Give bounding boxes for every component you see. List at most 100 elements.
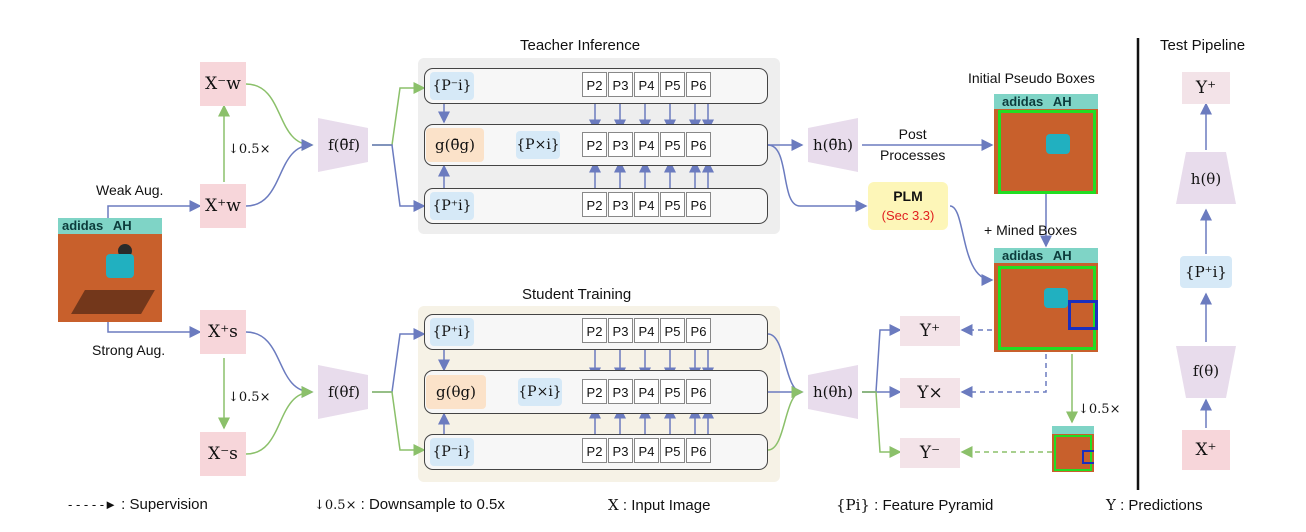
pyramid-teacher-plus-p6: P6 xyxy=(686,192,711,217)
pyramid-student-minus-p3: P3 xyxy=(608,438,633,463)
plm-ref: (Sec 3.3) xyxy=(881,208,935,223)
initial-pseudo-label: Initial Pseudo Boxes xyxy=(968,70,1095,86)
init-brand2: AH xyxy=(1052,94,1072,109)
pyramid-teacher-plus-p3: P3 xyxy=(608,192,633,217)
student-title: Student Training xyxy=(522,286,632,303)
legend-downsample-symbol: ↓0.5× xyxy=(314,498,357,513)
processes-label: Processes xyxy=(880,147,946,163)
mined-brand: adidas xyxy=(1002,248,1044,263)
legend-supervision-symbol: - - - - -► xyxy=(68,497,117,512)
legend-supervision-text: : Supervision xyxy=(121,496,208,513)
pyramid-teacher-cross-p6: P6 xyxy=(686,132,711,157)
test-f-label: f(θ) xyxy=(1192,362,1220,380)
downsample-label-output: ↓0.5× xyxy=(1078,402,1121,417)
xs-plus-node: X⁺s xyxy=(200,310,246,354)
legend: - - - - -► : Supervision ↓0.5× : Downsam… xyxy=(0,496,1306,522)
image-brand: adidas xyxy=(62,218,104,233)
student-g-node: g(θg) xyxy=(426,375,486,409)
pyramid-teacher-cross-p5: P5 xyxy=(660,132,685,157)
pyramid-student-minus-p2: P2 xyxy=(582,438,607,463)
legend-input-text: : Input Image xyxy=(622,497,711,514)
plm-box: PLM (Sec 3.3) xyxy=(868,182,948,230)
legend-predictions: Y : Predictions xyxy=(1106,496,1203,514)
pyramid-student-minus-p6: P6 xyxy=(686,438,711,463)
test-x-node: X⁺ xyxy=(1182,430,1230,470)
image-brand2: AH xyxy=(112,218,132,233)
legend-pyramid-text: : Feature Pyramid xyxy=(874,497,994,514)
legend-downsample: ↓0.5× : Downsample to 0.5x xyxy=(314,496,505,513)
test-h-label: h(θ) xyxy=(1190,170,1222,188)
test-f-shape xyxy=(1176,346,1236,398)
xw-plus-node: X⁺w xyxy=(200,184,246,228)
legend-predictions-symbol: Y xyxy=(1106,496,1116,514)
h-student-shape xyxy=(808,365,858,419)
legend-predictions-text: : Predictions xyxy=(1120,497,1203,514)
legend-pyramid-symbol: {Pi} xyxy=(836,496,870,514)
pyramid-teacher-plus-p5: P5 xyxy=(660,192,685,217)
test-y-node: Y⁺ xyxy=(1182,72,1230,104)
student-p-plus: {P⁺i} xyxy=(430,318,474,346)
pyramid-teacher-plus-p2: P2 xyxy=(582,192,607,217)
teacher-p-plus: {P⁺i} xyxy=(430,192,474,220)
pyramid-teacher-plus-p4: P4 xyxy=(634,192,659,217)
xs-minus-node: X⁻s xyxy=(200,432,246,476)
pyramid-student-cross-p3: P3 xyxy=(608,379,633,404)
pyramid-teacher-minus-p2: P2 xyxy=(582,72,607,97)
pyramid-student-cross-p5: P5 xyxy=(660,379,685,404)
pyramid-teacher-minus-p5: P5 xyxy=(660,72,685,97)
legend-supervision: - - - - -► : Supervision xyxy=(68,496,208,513)
pyramid-student-plus-p6: P6 xyxy=(686,318,711,343)
pyramid-student-plus-p4: P4 xyxy=(634,318,659,343)
pyramid-student-minus-p5: P5 xyxy=(660,438,685,463)
f-teacher-shape xyxy=(318,118,368,172)
weak-aug-label: Weak Aug. xyxy=(96,182,164,198)
xw-minus-node: X⁻w xyxy=(200,62,246,106)
pyramid-student-cross-p4: P4 xyxy=(634,379,659,404)
pyramid-teacher-minus-p4: P4 xyxy=(634,72,659,97)
pyramid-teacher-cross-p2: P2 xyxy=(582,132,607,157)
pyramid-student-plus-p2: P2 xyxy=(582,318,607,343)
init-brand: adidas xyxy=(1002,94,1044,109)
student-p-minus: {P⁻i} xyxy=(430,438,474,466)
pyramid-student-cross-p2: P2 xyxy=(582,379,607,404)
test-title: Test Pipeline xyxy=(1160,37,1246,54)
pyramid-student-plus-p5: P5 xyxy=(660,318,685,343)
pyramid-teacher-minus-p3: P3 xyxy=(608,72,633,97)
h-teacher-label: h(θ̄h) xyxy=(812,136,854,154)
downsample-label-teacher: ↓0.5× xyxy=(228,142,271,157)
h-teacher-shape xyxy=(808,118,858,172)
h-student-label: h(θh) xyxy=(812,383,854,401)
y-minus-node: Y⁻ xyxy=(900,438,960,468)
mined-brand2: AH xyxy=(1052,248,1072,263)
teacher-p-cross: {P×i} xyxy=(516,131,560,159)
test-h-shape xyxy=(1176,152,1236,204)
pyramid-teacher-cross-p4: P4 xyxy=(634,132,659,157)
teacher-p-minus: {P⁻i} xyxy=(430,72,474,100)
downsampled-image xyxy=(1052,426,1094,472)
mined-boxes-image: adidas AH xyxy=(994,248,1098,352)
plm-title: PLM xyxy=(893,188,923,204)
teacher-title: Teacher Inference xyxy=(520,37,641,54)
student-p-cross: {P×i} xyxy=(518,378,562,406)
y-plus-node: Y⁺ xyxy=(900,316,960,346)
f-teacher-label: f(θ̄f) xyxy=(328,136,360,154)
input-image: adidas AH xyxy=(58,218,162,322)
y-cross-node: Y× xyxy=(900,378,960,408)
pyramid-teacher-minus-p6: P6 xyxy=(686,72,711,97)
pyramid-student-minus-p4: P4 xyxy=(634,438,659,463)
f-student-label: f(θf) xyxy=(328,383,360,401)
f-student-shape xyxy=(318,365,368,419)
pyramid-student-cross-p6: P6 xyxy=(686,379,711,404)
pyramid-teacher-cross-p3: P3 xyxy=(608,132,633,157)
downsample-label-student: ↓0.5× xyxy=(228,390,271,405)
mined-boxes-label: + Mined Boxes xyxy=(984,222,1077,238)
post-label: Post xyxy=(898,126,927,142)
test-p-node: {P⁺i} xyxy=(1180,256,1232,288)
legend-input-symbol: X xyxy=(608,496,619,514)
legend-downsample-text: : Downsample to 0.5x xyxy=(360,496,505,513)
pyramid-student-plus-p3: P3 xyxy=(608,318,633,343)
post-processes-label: Post Processes xyxy=(880,124,945,166)
strong-aug-label: Strong Aug. xyxy=(92,342,166,358)
initial-pseudo-image: adidas AH xyxy=(994,94,1098,194)
